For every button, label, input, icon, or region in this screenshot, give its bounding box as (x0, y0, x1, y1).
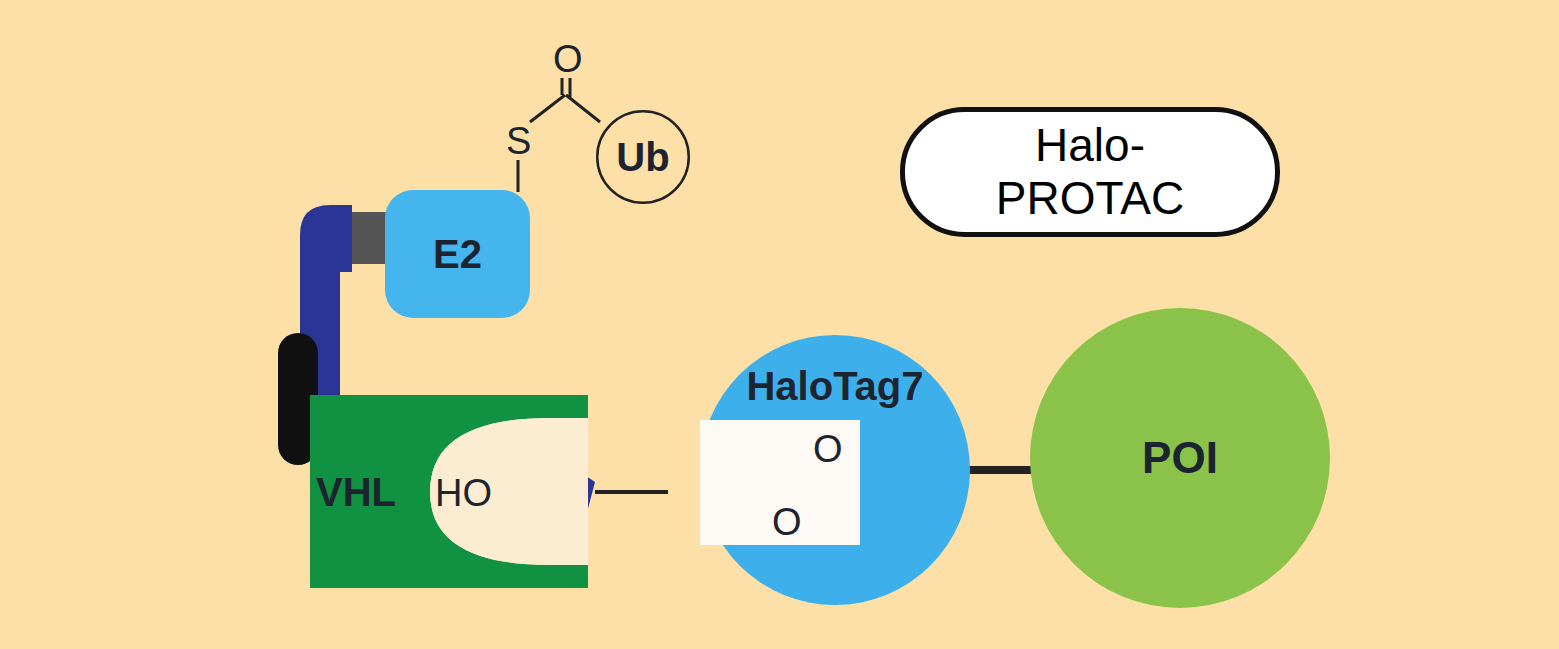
vhl-body (310, 395, 588, 588)
linker (595, 490, 668, 494)
active-site (700, 420, 860, 545)
node-label: Halo- PROTAC (940, 119, 1240, 225)
halotag-circle: HaloTag7 (700, 335, 970, 605)
circle (700, 335, 970, 605)
node-label: HaloTag7 (746, 363, 923, 409)
node-label: VHL (316, 469, 396, 515)
bond (566, 95, 600, 122)
fusion-linker (968, 466, 1032, 474)
rect (385, 190, 530, 318)
bond (517, 160, 520, 192)
node-label: E2 (433, 231, 482, 277)
bond (530, 95, 565, 122)
title-box: Halo- PROTAC (900, 107, 1280, 237)
rect (903, 110, 1278, 235)
atom-label: O (771, 503, 803, 541)
atom-label: O (552, 40, 584, 78)
node-label: Ub (616, 134, 669, 180)
bond (569, 78, 572, 97)
e2-box: E2 (385, 190, 530, 318)
circle (1030, 308, 1330, 608)
bond (561, 78, 564, 95)
atom-label: S (505, 122, 532, 160)
node-label: POI (1142, 433, 1218, 484)
circle (597, 111, 689, 203)
atom-label: O (812, 430, 844, 468)
ubiquitin-circle: Ub (596, 110, 690, 204)
atom-label: HO (434, 474, 493, 512)
binding-pocket (430, 418, 588, 565)
poi-circle: POI (1030, 308, 1330, 608)
